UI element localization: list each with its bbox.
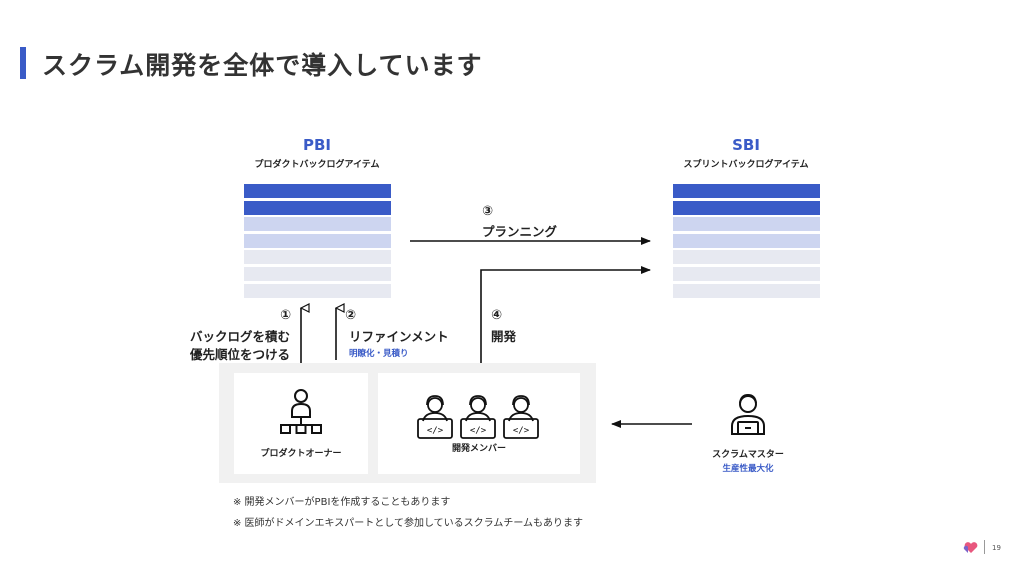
sbi-backlog-row — [673, 233, 820, 248]
scrum-master-icon — [731, 394, 765, 435]
step4-number: ④ — [491, 308, 503, 323]
sbi-backlog-row — [673, 184, 820, 198]
pbi-backlog-row — [244, 233, 391, 248]
product-owner-label: プロダクトオーナー — [260, 449, 342, 459]
pbi-backlog-row — [244, 250, 391, 265]
pbi-backlog-row — [244, 266, 391, 281]
pbi-backlog-row — [244, 184, 391, 198]
develop-arrow — [480, 266, 651, 372]
developer-label: 開発メンバー — [451, 444, 506, 454]
scrum-master-label: スクラムマスター — [712, 450, 784, 460]
step1-number: ① — [280, 308, 292, 323]
pbi-subheading: プロダクトバックログアイテム — [254, 160, 380, 170]
pbi-backlog-row — [244, 217, 391, 232]
step2-sublabel: 明瞭化・見積り — [349, 349, 409, 359]
sbi-heading: SBI — [732, 136, 760, 154]
pbi-backlog-row — [244, 200, 391, 215]
step2-label: リファインメント — [349, 329, 449, 344]
sbi-backlog-row — [673, 283, 820, 298]
svg-text:</>: </> — [427, 426, 444, 436]
note-2: ※ 医師がドメインエキスパートとして参加しているスクラムチームもあります — [233, 518, 584, 529]
product-owner-card: プロダクトオーナー — [234, 373, 368, 474]
svg-text:</>: </> — [513, 426, 530, 436]
sbi-backlog-row — [673, 217, 820, 232]
step1-label-line1: バックログを積む — [190, 329, 291, 344]
note-1: ※ 開発メンバーがPBIを作成することもあります — [233, 497, 451, 508]
developer-card: </> </> </> 開発メンバー — [378, 373, 580, 474]
pbi-heading: PBI — [302, 136, 331, 154]
step3-number: ③ — [482, 204, 494, 219]
page-number: 19 — [992, 544, 1001, 552]
pbi-backlog-row — [244, 283, 391, 298]
step4-label: 開発 — [491, 329, 517, 344]
sbi-backlog-row — [673, 200, 820, 215]
footer-divider — [984, 540, 985, 554]
step1-label-line2: 優先順位をつける — [190, 347, 291, 362]
product-owner-icon — [280, 389, 322, 434]
sbi-backlog-row — [673, 266, 820, 281]
svg-text:</>: </> — [470, 426, 487, 436]
sbi-backlog-stack — [673, 184, 820, 300]
sbi-subheading: スプリントバックログアイテム — [683, 160, 809, 170]
step3-label: プランニング — [482, 224, 558, 239]
title-accent-bar — [20, 47, 26, 79]
brand-logo-icon — [963, 542, 978, 553]
developer-icon: </> </> </> — [417, 395, 539, 439]
pbi-backlog-stack — [244, 184, 391, 300]
sbi-backlog-row — [673, 250, 820, 265]
page-title: スクラム開発を全体で導入しています — [42, 51, 483, 80]
scrum-master-sublabel: 生産性最大化 — [722, 464, 774, 474]
step2-number: ② — [345, 308, 357, 323]
